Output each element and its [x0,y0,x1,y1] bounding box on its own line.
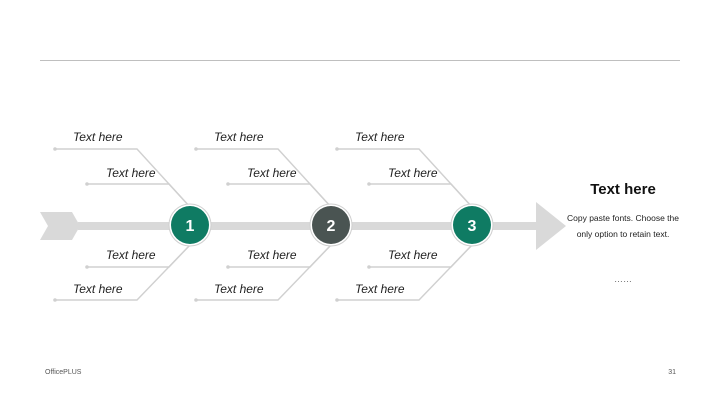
spine-arrowhead-icon [536,202,566,250]
bone-label-3-lower-outer: Text here [355,282,405,296]
node-circle [171,206,209,244]
bone-group-3 [335,147,473,302]
bone-group-2 [194,147,332,302]
bone-group-1 [53,147,191,302]
bone-label-3-lower-inner: Text here [388,248,438,262]
panel-title: Text here [590,181,656,198]
spine-bar [78,222,540,230]
panel-ellipsis: …… [614,274,632,284]
node-2: 2 [309,203,353,247]
bone-label-2-upper-inner: Text here [247,166,297,180]
bone-label-2-upper-outer: Text here [214,130,264,144]
bone-label-2-lower-outer: Text here [214,282,264,296]
node-3: 3 [450,203,494,247]
bone-lower-outer [196,244,332,301]
bone-upper-inner [87,183,191,208]
bone-upper-inner [228,183,332,208]
bone-label-2-lower-inner: Text here [247,248,297,262]
bone-label-1-lower-inner: Text here [106,248,156,262]
node-circle [312,206,350,244]
bone-label-1-upper-inner: Text here [106,166,156,180]
bone-label-1-upper-outer: Text here [73,130,123,144]
node-number: 2 [327,218,336,235]
footer-brand: OfficePLUS [45,369,82,376]
node-circle [453,206,491,244]
bone-lower-outer [55,244,191,301]
bone-label-1-lower-outer: Text here [73,282,123,296]
spine-tail-icon [40,212,80,240]
page-number: 31 [668,369,676,376]
panel-body-text: Copy paste fonts. Choose the only option… [567,213,679,239]
top-divider [40,60,680,61]
bone-label-3-upper-outer: Text here [355,130,405,144]
bone-lower-outer [337,244,473,301]
bone-upper-inner [369,183,473,208]
node-1: 1 [168,203,212,247]
node-number: 3 [468,218,477,235]
node-number: 1 [186,218,195,235]
bone-label-3-upper-inner: Text here [388,166,438,180]
